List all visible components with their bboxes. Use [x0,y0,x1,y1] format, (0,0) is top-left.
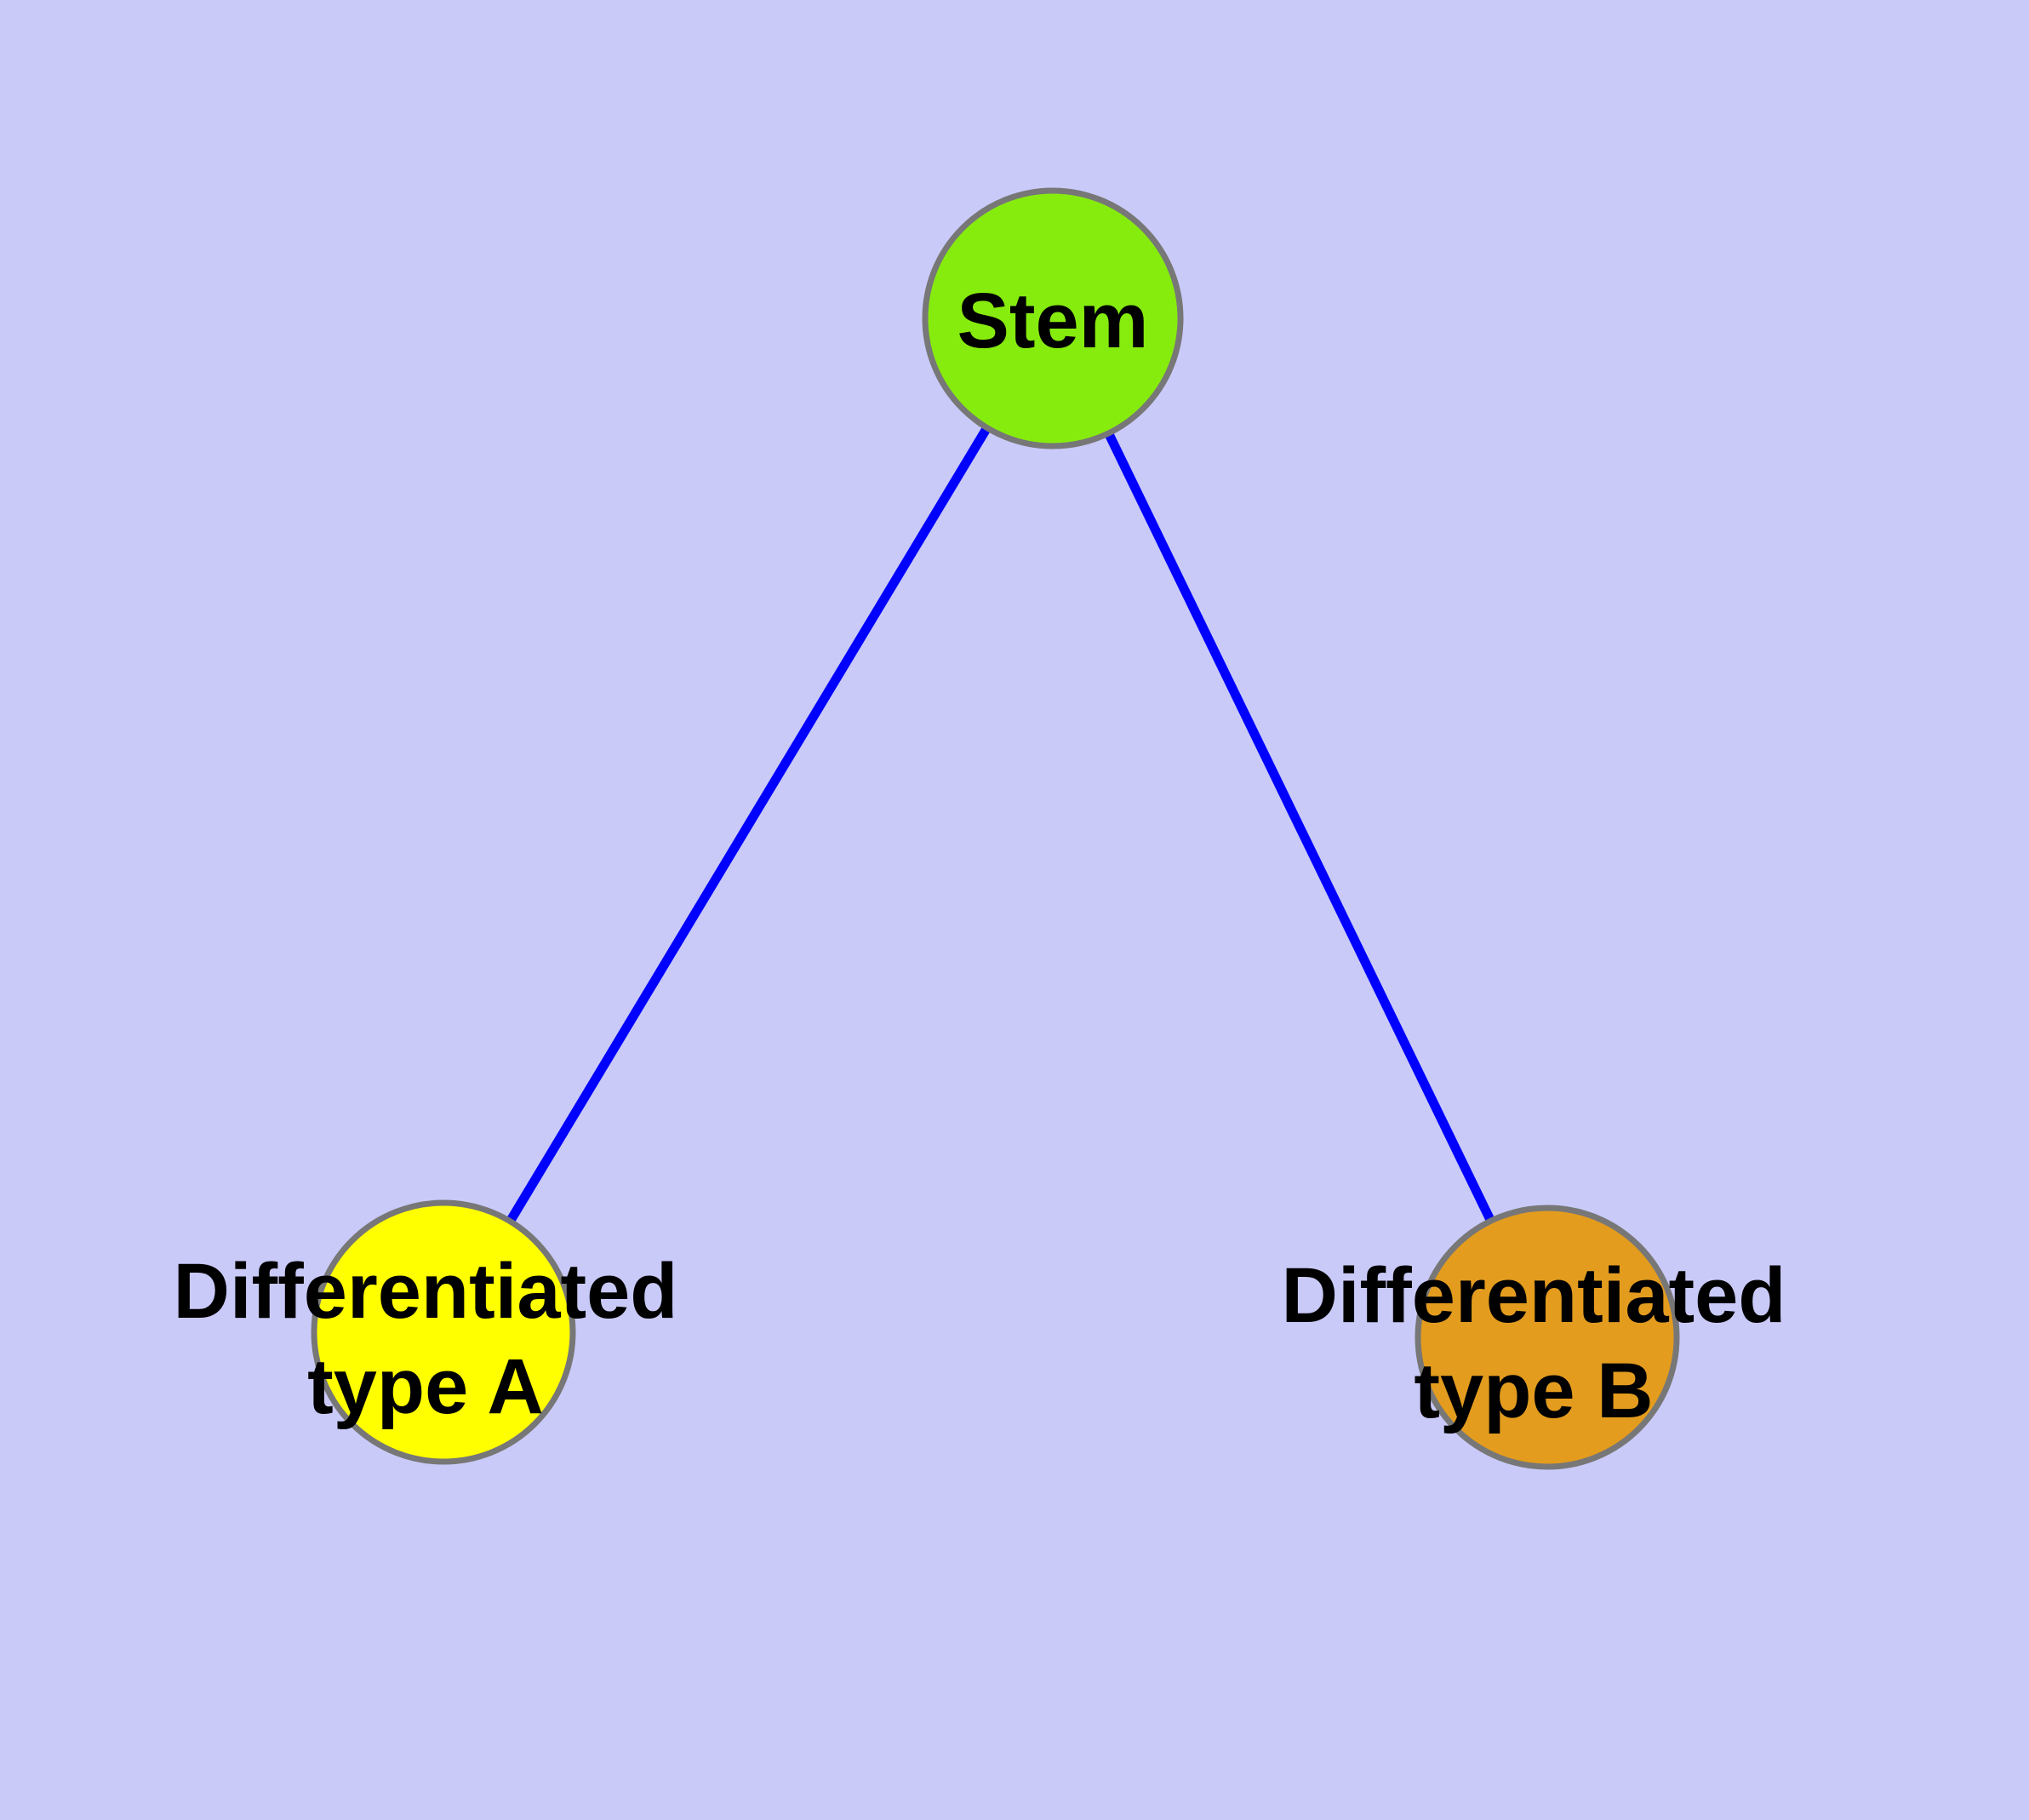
edge-stem-to-type-a [439,316,1057,1335]
node-stem [922,187,1184,449]
node-stem-label: Stem [957,278,1149,364]
node-type-b-label-line2: type B [1414,1348,1653,1434]
node-type-a-label-line2: type A [307,1343,544,1430]
edge-stem-to-type-b [1049,316,1552,1340]
node-differentiated-type-b [1415,1205,1680,1470]
node-type-b-label-line1: Differentiated [1282,1252,1786,1339]
node-differentiated-type-a [311,1199,576,1465]
node-type-a-label-line1: Differentiated [174,1248,678,1335]
